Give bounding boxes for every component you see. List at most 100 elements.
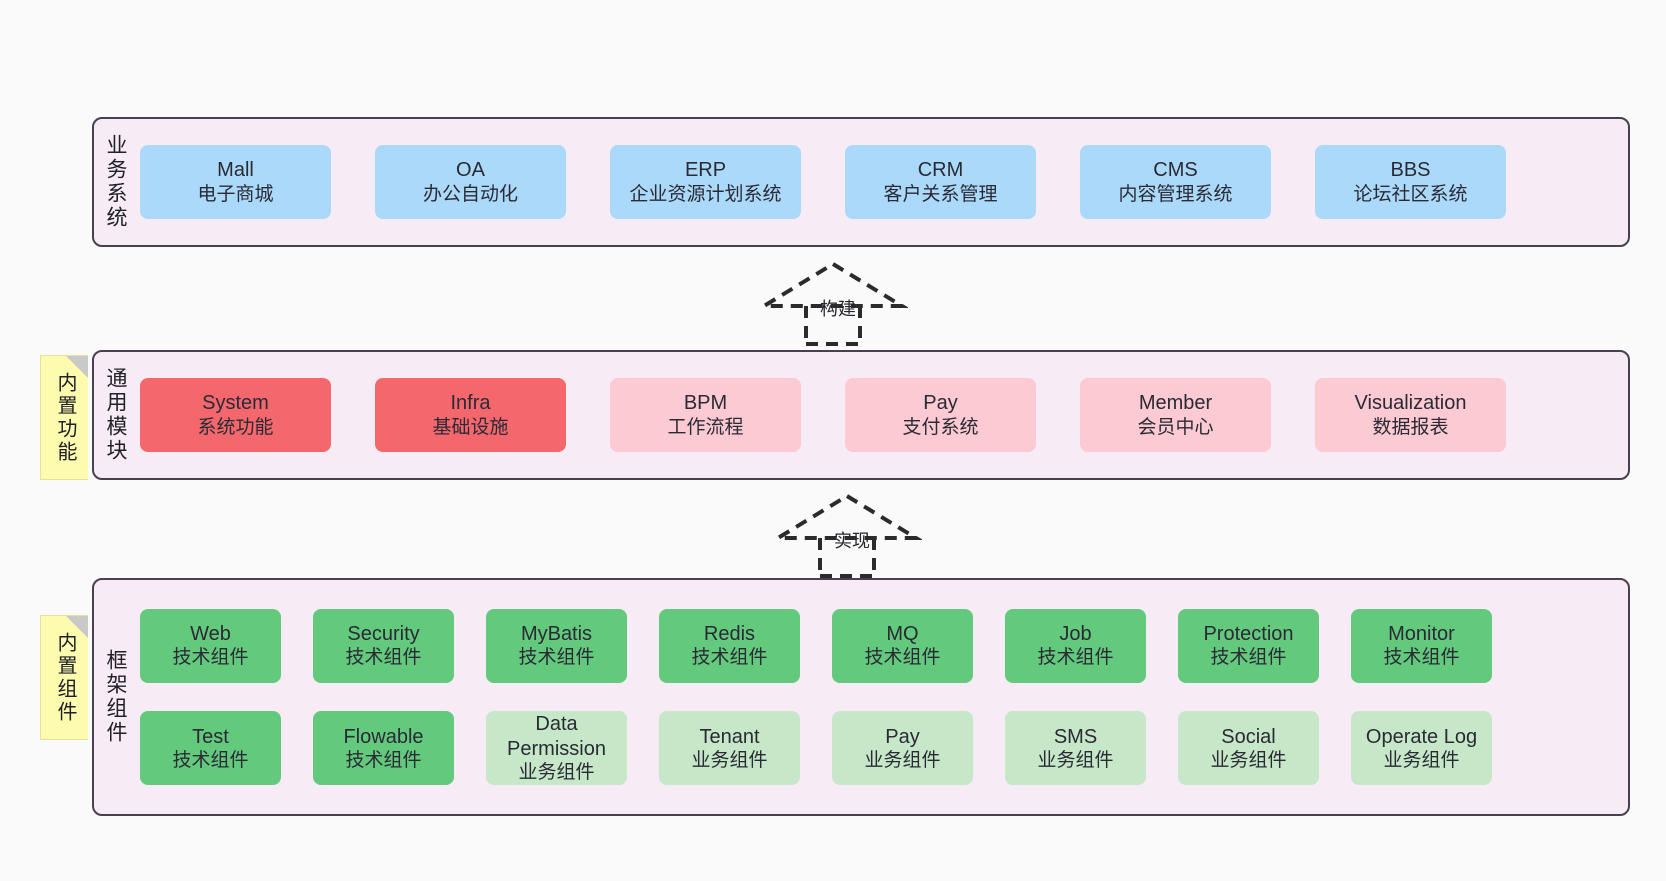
module-box-name: Mall bbox=[217, 159, 254, 182]
module-box-name: System bbox=[202, 392, 269, 415]
module-box-subtitle: 技术组件 bbox=[172, 749, 249, 771]
module-box-subtitle: 技术组件 bbox=[691, 647, 768, 669]
module-box-subtitle: 基础设施 bbox=[432, 416, 509, 438]
module-box-subtitle: 工作流程 bbox=[667, 416, 744, 438]
module-box-name: Job bbox=[1059, 622, 1092, 645]
module-box-name: MQ bbox=[886, 622, 919, 645]
note-builtin-component: 内置组件 bbox=[40, 615, 88, 740]
module-box-name: Redis bbox=[703, 622, 756, 645]
module-box-subtitle: 电子商城 bbox=[197, 183, 274, 205]
module-box-subtitle: 业务组件 bbox=[691, 749, 768, 771]
module-box-subtitle: 支付系统 bbox=[902, 416, 979, 438]
layer-title-business: 业务系统 bbox=[104, 134, 128, 230]
module-box-name: Infra bbox=[450, 392, 491, 415]
module-box-subtitle: 系统功能 bbox=[197, 416, 274, 438]
module-box-name: Pay bbox=[885, 725, 920, 748]
connector-build-label: 构建 bbox=[820, 299, 856, 319]
module-box-name: Protection bbox=[1203, 622, 1294, 645]
module-box-name: Test bbox=[192, 725, 229, 748]
module-box-subtitle: 业务组件 bbox=[864, 749, 941, 771]
module-box-name: OA bbox=[456, 159, 485, 182]
connector-implement bbox=[770, 490, 924, 578]
module-box-subtitle: 客户关系管理 bbox=[883, 183, 998, 205]
module-box-subtitle: 数据报表 bbox=[1372, 416, 1449, 438]
module-box-name: Security bbox=[347, 622, 420, 645]
note-builtin-component-label: 内置组件 bbox=[54, 631, 76, 724]
note-fold-corner bbox=[66, 356, 88, 378]
module-box-subtitle: 会员中心 bbox=[1137, 416, 1214, 438]
module-box-subtitle: 技术组件 bbox=[172, 647, 249, 669]
module-box-name: CMS bbox=[1153, 159, 1198, 182]
module-box-name: BBS bbox=[1390, 159, 1431, 182]
module-box-subtitle: 业务组件 bbox=[1210, 749, 1287, 771]
module-box-subtitle: 技术组件 bbox=[1383, 647, 1460, 669]
module-box-subtitle: 企业资源计划系统 bbox=[629, 183, 782, 205]
connector-implement-label: 实现 bbox=[834, 531, 870, 551]
module-box-name: Visualization bbox=[1354, 392, 1467, 415]
note-fold-corner bbox=[66, 616, 88, 638]
module-box-subtitle: 技术组件 bbox=[1037, 647, 1114, 669]
connector-build bbox=[756, 258, 910, 346]
module-box-subtitle: 技术组件 bbox=[1210, 647, 1287, 669]
note-builtin-function-label: 内置功能 bbox=[54, 371, 76, 464]
module-box-name: Monitor bbox=[1388, 622, 1455, 645]
note-builtin-function: 内置功能 bbox=[40, 355, 88, 480]
module-box-subtitle: 业务组件 bbox=[1383, 749, 1460, 771]
module-box-name: Social bbox=[1221, 725, 1276, 748]
module-box-name: CRM bbox=[917, 159, 964, 182]
module-box-name: Flowable bbox=[343, 725, 424, 748]
module-box-name: Web bbox=[190, 622, 231, 645]
module-box-name: Pay bbox=[923, 392, 958, 415]
module-box-subtitle: 技术组件 bbox=[345, 749, 422, 771]
module-box-subtitle: 技术组件 bbox=[518, 647, 595, 669]
arrowhead-triangle bbox=[770, 493, 924, 540]
module-box-subtitle: 业务组件 bbox=[518, 762, 595, 784]
module-box-name: BPM bbox=[683, 392, 728, 415]
module-box-name: Data Permission bbox=[507, 713, 606, 760]
module-box-name: MyBatis bbox=[520, 622, 593, 645]
module-box-name: ERP bbox=[684, 159, 727, 182]
module-box-subtitle: 办公自动化 bbox=[422, 183, 518, 205]
module-box-name: Member bbox=[1138, 392, 1213, 415]
module-box-name: SMS bbox=[1053, 725, 1098, 748]
module-box-subtitle: 论坛社区系统 bbox=[1353, 183, 1468, 205]
